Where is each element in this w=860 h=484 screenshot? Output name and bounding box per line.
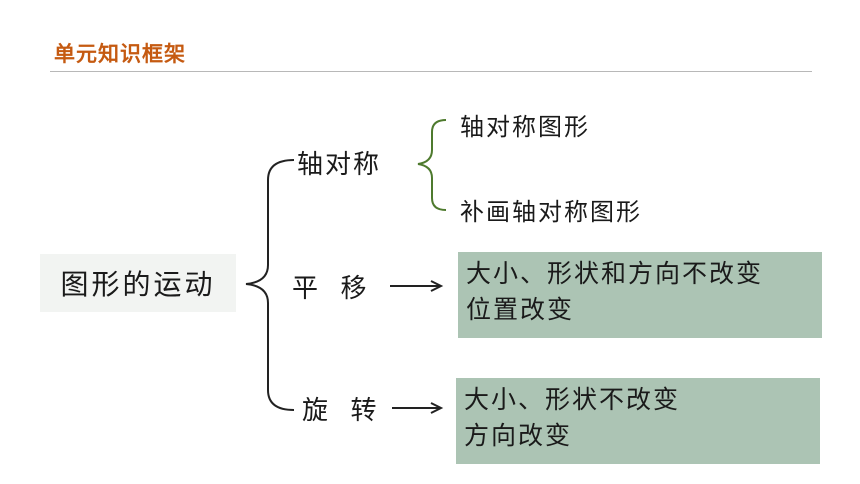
section-title: 单元知识框架 (54, 42, 186, 66)
rotation-result-line-1: 大小、形状不改变 (464, 385, 681, 414)
sub-axial-figure: 轴对称图形 (460, 113, 590, 141)
branch-rotation: 旋 转 (302, 396, 379, 426)
rotation-result: 大小、形状不改变 方向改变 (456, 378, 820, 464)
translation-result-line-1: 大小、形状和方向不改变 (466, 259, 764, 288)
sub-complete-axial-figure: 补画轴对称图形 (460, 198, 642, 226)
translation-result: 大小、形状和方向不改变 位置改变 (458, 252, 822, 338)
translation-result-line-2: 位置改变 (466, 295, 575, 324)
root-node: 图形的运动 (40, 254, 236, 312)
translation-arrowhead (430, 280, 444, 292)
root-label: 图形的运动 (60, 268, 216, 301)
main-brace (245, 159, 295, 411)
rotation-result-line-2: 方向改变 (464, 421, 573, 450)
title-divider (50, 71, 812, 72)
rotation-arrowhead (430, 402, 444, 414)
axis-brace (417, 119, 447, 211)
branch-translation: 平 移 (292, 274, 369, 304)
branch-axial-symmetry: 轴对称 (297, 150, 382, 180)
